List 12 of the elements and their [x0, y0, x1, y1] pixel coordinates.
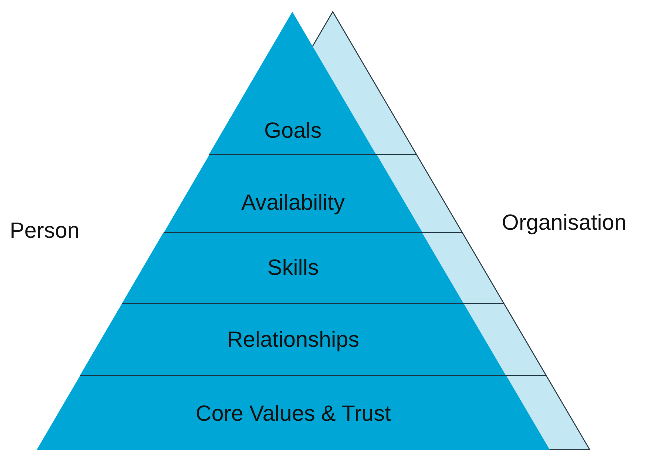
pyramid-level — [122, 233, 464, 304]
pyramid-level — [164, 155, 423, 233]
level-label: Goals — [264, 120, 322, 142]
side-label: Person — [10, 220, 80, 242]
level-label: Availability — [241, 192, 345, 214]
level-label: Relationships — [227, 329, 360, 351]
level-label: Core Values & Trust — [196, 403, 392, 425]
side-label: Organisation — [502, 212, 627, 234]
level-label: Skills — [268, 257, 319, 279]
pyramid-level — [80, 304, 507, 376]
pyramid-level — [209, 12, 377, 155]
pyramid-level — [37, 376, 550, 450]
